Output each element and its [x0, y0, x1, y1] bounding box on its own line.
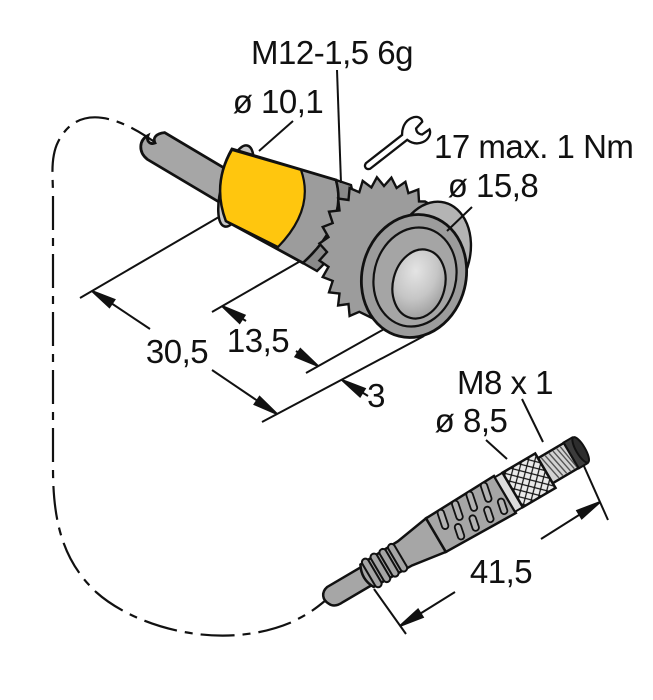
overall-length-label: 30,5: [146, 333, 208, 370]
sensor-thread-label: M12-1,5 6g: [251, 34, 413, 71]
dim-13-arrow-right: [293, 347, 319, 367]
leader-body-diameter: [258, 120, 294, 152]
sensor-assembly: [139, 131, 473, 339]
ext-line-flange-back: [305, 327, 387, 374]
leader-m12-thread: [336, 69, 342, 184]
dim-30-arrow-right: [253, 395, 278, 415]
leader-lines: [258, 69, 544, 460]
connector-diameter-label: ø 8,5: [435, 402, 508, 439]
leader-flange-diameter: [446, 206, 473, 232]
connector-thread-label: M8 x 1: [457, 364, 553, 401]
labels: M12-1,5 6g ø 10,1 17 max. 1 Nm ø 15,8 30…: [146, 34, 634, 590]
dimension-lines: [91, 290, 601, 627]
grip-slots: [436, 481, 509, 541]
connector-grip-body: [424, 474, 518, 554]
leader-m8-thread: [521, 398, 544, 443]
ext-line-sensor-rear: [79, 213, 225, 299]
connector-thread-lines: [540, 446, 578, 479]
dim-30-arrow-left: [91, 290, 116, 309]
dim-3-arrow: [341, 379, 367, 398]
dim-41-arrow-bottom: [399, 607, 425, 627]
flange-diameter-label: ø 15,8: [448, 167, 539, 204]
connector-tip-face: [571, 436, 591, 464]
thread-length-label: 13,5: [227, 322, 289, 359]
sensor-body-diameter-label: ø 10,1: [233, 83, 324, 120]
wrench-icon: [363, 115, 432, 171]
leader-connector-diameter: [485, 439, 508, 460]
cable-routing-path: [51, 116, 327, 637]
ext-line-face-front: [261, 335, 425, 423]
dim-13-arrow-left: [221, 305, 247, 325]
sensor-cable: [139, 131, 241, 206]
m8-connector: [321, 436, 591, 607]
connector-length-label: 41,5: [470, 553, 532, 590]
boot-rings: [360, 542, 409, 589]
torque-label: 17 max. 1 Nm: [434, 128, 633, 165]
sensor-yellow-band: [219, 148, 306, 249]
dim-41-arrow-top: [575, 501, 601, 520]
ext-line-connector-rear: [373, 588, 407, 635]
ext-line-thread-start: [211, 258, 305, 313]
sensor-sensing-face: [391, 248, 447, 320]
flange-thickness-label: 3: [367, 377, 385, 414]
